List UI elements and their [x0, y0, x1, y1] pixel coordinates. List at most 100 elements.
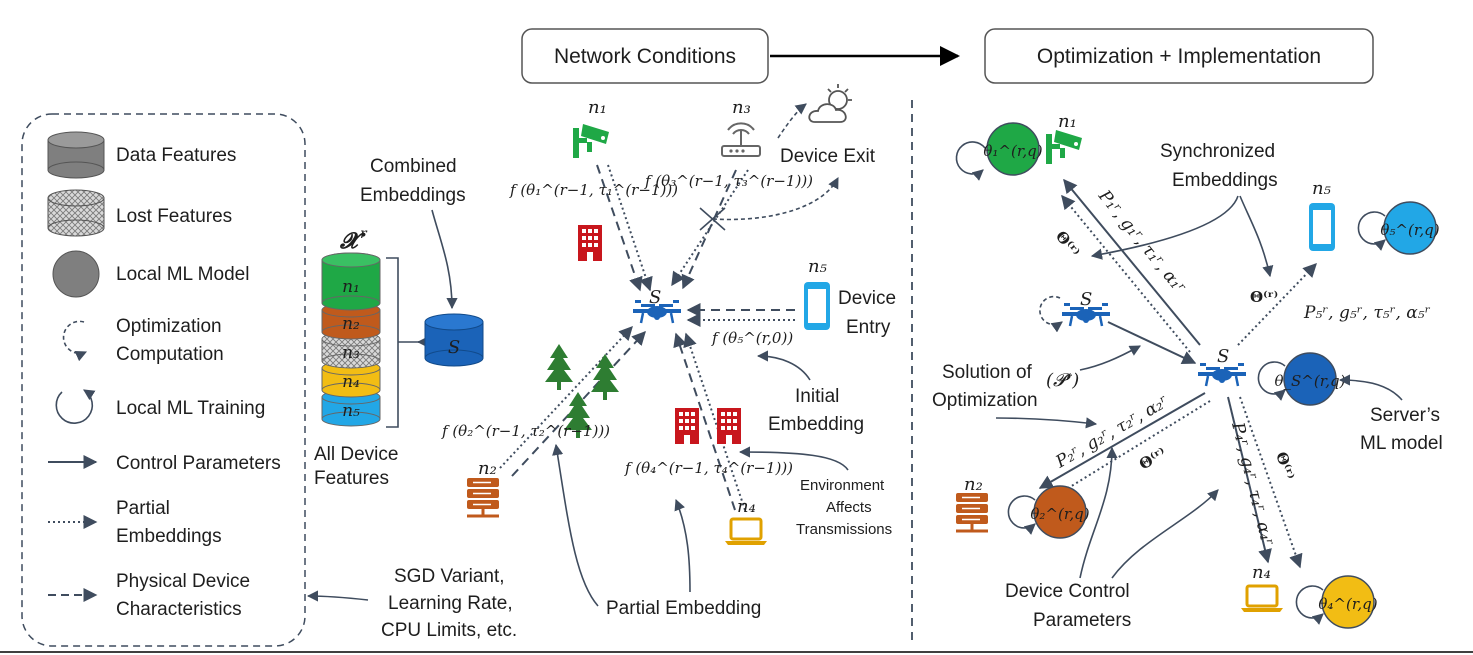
n5-training-loop — [1357, 211, 1386, 251]
ctrl-arrow-server — [1107, 321, 1197, 364]
device-entry-label-1: Device — [838, 288, 896, 309]
ctrl-arrow-n1 — [1063, 178, 1201, 346]
combined-arrow — [431, 209, 458, 310]
f-theta2-label: f (θ₂^(r−1, τ₂^(r−1))) — [441, 422, 610, 440]
initial-embedding-label-2: Embedding — [768, 414, 864, 435]
legend-control-parameters: Control Parameters — [116, 453, 281, 474]
theta2-model — [1033, 485, 1087, 539]
legend-optimization: Optimization — [116, 316, 222, 337]
legend-local-ml-training: Local ML Training — [116, 398, 265, 419]
f-theta3-label: f (θ₃^(r−1, τ₃^(r−1))) — [644, 172, 813, 190]
feature-layer-n4-label: n₄ — [342, 372, 360, 392]
optimization-computation-icon — [62, 320, 88, 362]
link-n1-dotted — [607, 164, 653, 292]
lost-features-icon — [47, 189, 105, 237]
sync-arrow-right — [1239, 195, 1274, 278]
solution-arrow-up — [1079, 345, 1141, 371]
feature-layer-n3-label: n₃ — [342, 343, 360, 363]
n4-training-loop — [1295, 585, 1324, 625]
phone-icon-opt-n5 — [1309, 203, 1335, 251]
opt-n2-label: n₂ — [964, 474, 983, 495]
n3-label: n₃ — [732, 97, 751, 118]
feature-stack: 𝓧 r n₅ n₄ n₃ n₂ — [314, 156, 484, 489]
opt-n5-label: n₅ — [1312, 178, 1331, 199]
camera-icon-n1 — [573, 124, 609, 158]
feature-layer-n2: n₂ — [321, 302, 381, 340]
emb-arrow-n4 — [1239, 396, 1303, 569]
n1-training-loop — [955, 141, 986, 181]
feature-matrix-sup: r — [360, 226, 368, 242]
theta4-label: θ₄^(r,q) — [1318, 595, 1377, 613]
theta2-label: θ₂^(r,q) — [1030, 505, 1089, 523]
theta5-label: θ₅^(r,q) — [1380, 221, 1439, 239]
feature-layer-n1-label: n₁ — [342, 277, 360, 297]
legend-embeddings: Embeddings — [116, 526, 222, 547]
solution-arrow-right — [995, 417, 1098, 429]
device-entry-label-2: Entry — [846, 317, 891, 338]
control-arrow-2 — [1111, 489, 1219, 579]
theta4-model — [1321, 575, 1375, 629]
server-rack-icon-opt-n2 — [954, 491, 990, 533]
server-database: S — [424, 313, 484, 367]
feature-layer-n2-label: n₂ — [342, 314, 360, 334]
sync-label-2: Embeddings — [1172, 170, 1278, 191]
ctrl-arrow-n5 — [1237, 262, 1317, 346]
environment-arrow — [738, 446, 849, 471]
solution-label-2: Optimization — [932, 390, 1038, 411]
local-ml-model-icon — [52, 250, 100, 298]
environment-label-3: Transmissions — [796, 521, 892, 538]
link-n1-dashed — [596, 164, 643, 292]
n2-label: n₂ — [478, 458, 497, 479]
legend-characteristics: Characteristics — [116, 599, 242, 620]
theta1-label: θ₁^(r,q) — [983, 142, 1042, 160]
environment-label-1: Environment — [800, 477, 885, 494]
f-theta4-label: f (θ₄^(r−1, τ₄^(r−1))) — [624, 459, 793, 477]
link-n2-dotted — [499, 325, 633, 469]
device-exit-arrow — [712, 177, 839, 221]
legend: Data Features Lost Features Local ML Mod… — [21, 113, 306, 647]
sgd-label-1: SGD Variant, — [394, 566, 505, 587]
feature-layer-n5-label: n₅ — [342, 401, 360, 421]
device-exit-label: Device Exit — [780, 146, 876, 167]
tree-icon-1 — [545, 344, 573, 390]
f-theta5-label: f (θ₅^(r,0)) — [711, 329, 793, 347]
all-device-label-1: All Device — [314, 444, 398, 465]
cloud-sun-icon — [808, 84, 852, 123]
server-rack-icon-n2 — [465, 476, 501, 518]
network-panel: n₁ n₃ S n₅ n₂ n₄ f (θ₁^(r−1, τ₁^(r−1))) … — [306, 84, 896, 641]
Theta-n2-label: Θ⁽ʳ⁾ — [1136, 444, 1169, 474]
legend-physical-device: Physical Device — [116, 571, 250, 592]
combined-label-1: Combined — [370, 156, 457, 177]
link-n4-dotted — [683, 332, 746, 511]
Theta-n4-label: Θ⁽ʳ⁾ — [1272, 450, 1298, 482]
solution-label-1: Solution of — [942, 362, 1033, 383]
control-label-2: Parameters — [1033, 610, 1131, 631]
control-arrow-1 — [1079, 446, 1118, 579]
theta5-model — [1383, 201, 1437, 255]
n4-label: n₄ — [737, 496, 756, 517]
cloud-arrow — [777, 103, 807, 139]
server-database-label: S — [448, 337, 460, 358]
building-icon-1 — [578, 225, 602, 261]
laptop-icon-opt-n4 — [1239, 584, 1285, 614]
initial-embedding-arrow — [756, 350, 811, 381]
local-ml-training-icon — [55, 389, 96, 424]
Theta-n1-label: Θ⁽ʳ⁾ — [1052, 227, 1084, 260]
sgd-label-3: CPU Limits, etc. — [381, 620, 517, 641]
optimization-panel: θ₁^(r,q) n₁ n₅ θ₅^(r,q) S S θ_S^(r,q) n₂… — [932, 111, 1443, 631]
server-opt-loop — [1039, 295, 1063, 333]
camera-icon-opt-n1 — [1046, 130, 1082, 164]
server-ml-arrow — [1338, 374, 1403, 401]
Theta-n5-label: Θ⁽ʳ⁾ — [1250, 288, 1278, 306]
legend-partial: Partial — [116, 498, 170, 519]
building-icon-2 — [675, 408, 699, 444]
ctrl-arrow-n4 — [1227, 396, 1272, 564]
legend-lost-features: Lost Features — [116, 206, 232, 227]
n5-label: n₅ — [808, 256, 827, 277]
phone-icon-n5 — [804, 282, 830, 330]
sgd-arrow — [306, 590, 369, 602]
control-label-1: Device Control — [1005, 581, 1130, 602]
optimization-box: Optimization + Implementation — [984, 28, 1374, 84]
network-conditions-box: Network Conditions — [521, 28, 769, 84]
